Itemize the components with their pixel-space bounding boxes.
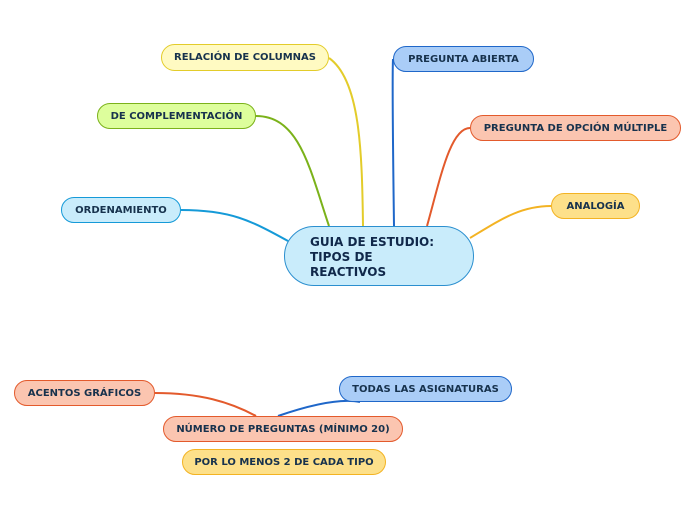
floating-label: NÚMERO DE PREGUNTAS (MÍNIMO 20): [176, 423, 390, 435]
topic-analogia[interactable]: ANALOGÍA: [551, 193, 640, 219]
topic-label: ORDENAMIENTO: [75, 204, 167, 216]
central-topic[interactable]: GUIA DE ESTUDIO: TIPOS DE REACTIVOS: [284, 226, 474, 286]
topic-label: DE COMPLEMENTACIÓN: [110, 110, 243, 122]
central-line-2: TIPOS DE: [310, 250, 373, 264]
connector-opcion-multiple: [426, 127, 471, 227]
floating-numero-de-preguntas[interactable]: NÚMERO DE PREGUNTAS (MÍNIMO 20): [163, 416, 403, 442]
connector-todas: [277, 399, 361, 417]
topic-pregunta-de-opcion-multiple[interactable]: PREGUNTA DE OPCIÓN MÚLTIPLE: [470, 115, 681, 141]
topic-label: ANALOGÍA: [566, 200, 625, 212]
connector-complementacion: [255, 115, 330, 227]
floating-todas-las-asignaturas[interactable]: TODAS LAS ASIGNATURAS: [339, 376, 512, 402]
floating-label: ACENTOS GRÁFICOS: [27, 387, 142, 399]
topic-ordenamiento[interactable]: ORDENAMIENTO: [61, 197, 181, 223]
connector-ordenamiento: [180, 209, 289, 242]
connector-analogia: [469, 205, 552, 239]
central-line-1: GUIA DE ESTUDIO:: [310, 235, 435, 249]
floating-por-lo-menos-2[interactable]: POR LO MENOS 2 DE CADA TIPO: [182, 449, 386, 475]
topic-label: RELACIÓN DE COLUMNAS: [174, 52, 316, 63]
topic-relacion-de-columnas[interactable]: RELACIÓN DE COLUMNAS: [161, 44, 329, 71]
topic-label: PREGUNTA ABIERTA: [408, 53, 519, 65]
floating-acentos-graficos[interactable]: ACENTOS GRÁFICOS: [14, 380, 155, 406]
topic-pregunta-abierta[interactable]: PREGUNTA ABIERTA: [393, 46, 534, 72]
floating-label: POR LO MENOS 2 DE CADA TIPO: [194, 456, 374, 468]
central-line-3: REACTIVOS: [310, 265, 387, 279]
connector-abierta: [391, 58, 395, 227]
floating-label: TODAS LAS ASIGNATURAS: [352, 383, 499, 395]
connector-relacion: [328, 57, 364, 227]
topic-de-complementacion[interactable]: DE COMPLEMENTACIÓN: [97, 103, 256, 129]
connector-acentos: [154, 392, 257, 417]
topic-label: PREGUNTA DE OPCIÓN MÚLTIPLE: [483, 122, 668, 134]
